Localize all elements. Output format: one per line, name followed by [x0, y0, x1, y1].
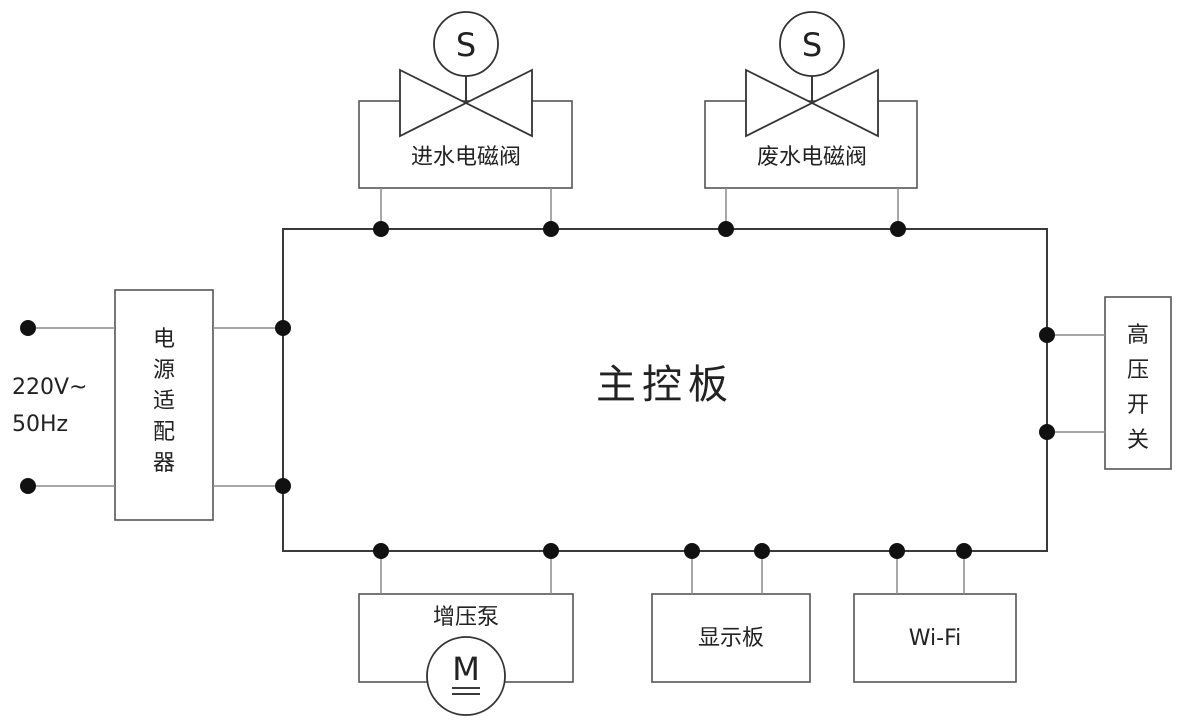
- booster-pump: 增压泵 M: [358, 551, 574, 716]
- display-node-right: [754, 543, 770, 559]
- power-adapter-char-2: 源: [153, 358, 175, 383]
- waste-valve-label: 废水电磁阀: [757, 145, 867, 170]
- power-adapter: 电 源 适 配 器 220V~ 50Hz: [12, 289, 283, 521]
- power-adapter-char-5: 器: [153, 451, 175, 476]
- high-pressure-switch-char-1: 高: [1127, 323, 1149, 348]
- power-adapter-char-4: 配: [153, 420, 175, 445]
- high-pressure-switch-char-2: 压: [1127, 358, 1149, 383]
- high-pressure-switch: 高 压 开 关: [1047, 296, 1172, 470]
- waste-valve-body-left: [745, 68, 815, 138]
- booster-pump-motor-symbol: M: [452, 650, 480, 688]
- waste-valve-solenoid-circle: [779, 11, 845, 77]
- waste-valve-solenoid-symbol: S: [802, 26, 822, 64]
- display-board-label: 显示板: [698, 626, 764, 651]
- waste-valve-box: [704, 100, 918, 189]
- power-input-frequency: 50Hz: [12, 412, 68, 437]
- inlet-valve-node-right: [543, 221, 559, 237]
- inlet-valve-body-left: [399, 68, 469, 138]
- wifi-module-box: [853, 593, 1017, 683]
- high-pressure-switch-char-4: 关: [1127, 428, 1149, 453]
- waste-valve-node-left: [718, 221, 734, 237]
- adapter-node-top: [275, 320, 291, 336]
- waste-valve-body-right: [809, 68, 879, 138]
- main-board-outline: [282, 228, 1048, 552]
- adapter-node-bottom: [275, 478, 291, 494]
- main-board-label: 主控板: [596, 362, 734, 408]
- high-pressure-switch-char-3: 开: [1127, 393, 1149, 418]
- switch-node-bottom: [1039, 424, 1055, 440]
- display-node-left: [684, 543, 700, 559]
- power-adapter-char-1: 电: [153, 327, 175, 352]
- inlet-valve-node-left: [373, 221, 389, 237]
- switch-node-top: [1039, 327, 1055, 343]
- waste-valve-node-right: [890, 221, 906, 237]
- inlet-valve-body-right: [463, 68, 533, 138]
- power-input-voltage: 220V~: [12, 375, 87, 400]
- pump-node-right: [543, 543, 559, 559]
- power-input-terminal-top: [20, 320, 36, 336]
- power-input-terminal-bottom: [20, 478, 36, 494]
- inlet-valve-solenoid-circle: [433, 11, 499, 77]
- wifi-module: Wi-Fi: [853, 551, 1017, 683]
- inlet-valve-label: 进水电磁阀: [411, 145, 521, 170]
- display-board-box: [651, 593, 811, 683]
- connection-nodes: [20, 221, 1055, 559]
- power-adapter-box: [114, 289, 214, 521]
- inlet-solenoid-valve: S 进水电磁阀: [358, 11, 573, 229]
- inlet-valve-solenoid-symbol: S: [456, 26, 476, 64]
- high-pressure-switch-box: [1104, 296, 1172, 470]
- wifi-node-left: [889, 543, 905, 559]
- booster-pump-motor-circle: [426, 636, 506, 716]
- power-adapter-char-3: 适: [153, 389, 175, 414]
- display-board: 显示板: [651, 551, 811, 683]
- wifi-node-right: [956, 543, 972, 559]
- booster-pump-label: 增压泵: [433, 605, 499, 630]
- pump-node-left: [373, 543, 389, 559]
- wifi-module-label: Wi-Fi: [909, 626, 962, 651]
- waste-solenoid-valve: S 废水电磁阀: [704, 11, 918, 229]
